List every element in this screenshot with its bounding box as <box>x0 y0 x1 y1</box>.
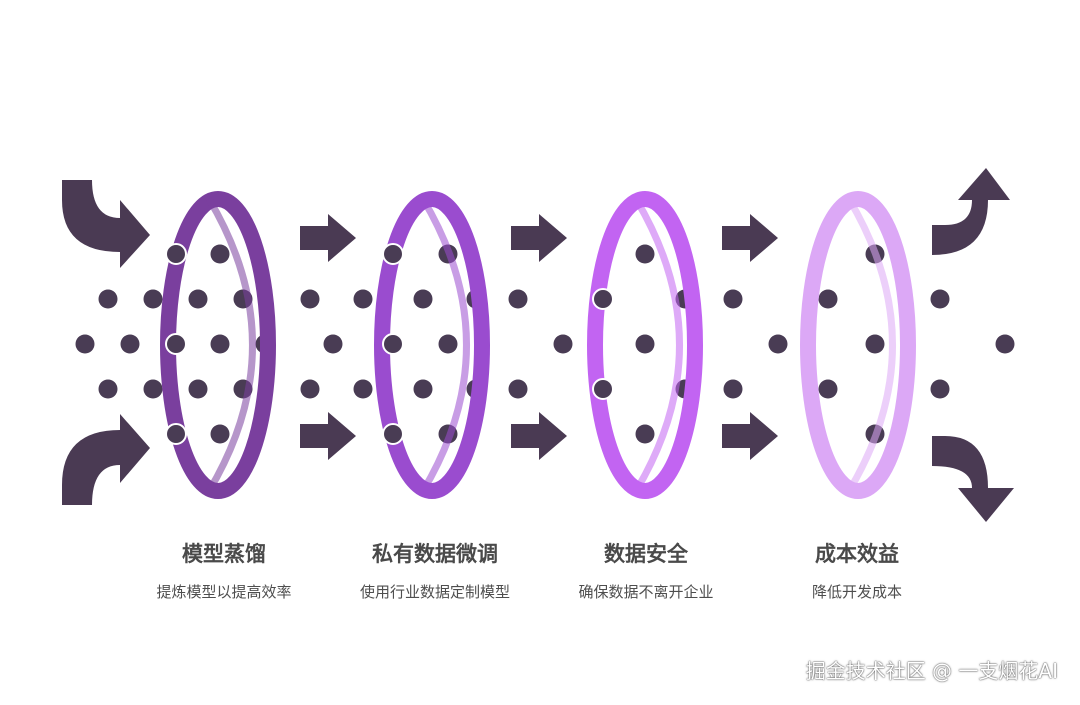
particle-dot <box>508 289 528 309</box>
watermark: 掘金技术社区 @ 一支烟花AI <box>805 659 1058 683</box>
stage-private-data-finetune: 私有数据微调 使用行业数据定制模型 <box>315 540 555 603</box>
particle-dot <box>995 334 1015 354</box>
particle-dot <box>98 289 118 309</box>
particle-dot <box>438 334 458 354</box>
filter-ring <box>587 191 703 499</box>
filter-ring-highlight <box>845 197 896 493</box>
curved-outflow-arrow-icon <box>932 436 1014 522</box>
particle-dot <box>120 334 140 354</box>
stage-cost-effectiveness: 成本效益 降低开发成本 <box>737 540 977 603</box>
stage-description: 使用行业数据定制模型 <box>359 583 510 601</box>
stage-title: 私有数据微调 <box>372 542 498 566</box>
particle-dot <box>143 379 163 399</box>
particle-dot <box>635 244 655 264</box>
particle-dot <box>723 289 743 309</box>
particle-dot <box>188 379 208 399</box>
particle-dot <box>210 244 230 264</box>
stage-title: 成本效益 <box>815 542 899 566</box>
curved-inflow-arrow-icon <box>62 414 150 505</box>
particle-dot <box>508 379 528 399</box>
stage-description: 降低开发成本 <box>811 583 902 601</box>
particle-dot-outlined <box>165 333 187 355</box>
filter-ring <box>800 191 916 499</box>
right-arrow-icon <box>300 412 356 460</box>
filter-ring <box>374 191 490 499</box>
right-arrow-icon <box>511 214 567 262</box>
stage-description: 提炼模型以提高效率 <box>156 583 292 601</box>
stage-title: 数据安全 <box>604 542 688 566</box>
particle-dot-outlined <box>165 423 187 445</box>
particle-dot <box>818 379 838 399</box>
particle-dot <box>723 379 743 399</box>
particle-dot <box>768 334 788 354</box>
particle-dot <box>635 334 655 354</box>
particle-dot <box>300 379 320 399</box>
particle-dot <box>865 334 885 354</box>
particle-dot <box>210 334 230 354</box>
particle-dot <box>188 289 208 309</box>
filter-ring-highlight <box>419 197 470 493</box>
filter-ring-highlight <box>205 197 256 493</box>
particle-dot <box>353 379 373 399</box>
particle-dot <box>930 379 950 399</box>
particle-dot <box>143 289 163 309</box>
particle-dot <box>413 379 433 399</box>
particle-dot-outlined <box>592 288 614 310</box>
filter-ring-highlight <box>632 197 683 493</box>
particle-dot <box>98 379 118 399</box>
particle-dot <box>210 424 230 444</box>
particle-dot <box>413 289 433 309</box>
stage-title: 模型蒸馏 <box>182 542 266 566</box>
stage-model-distillation: 模型蒸馏 提炼模型以提高效率 <box>104 540 344 603</box>
particle-dot <box>635 424 655 444</box>
particle-dot <box>930 289 950 309</box>
right-arrow-icon <box>511 412 567 460</box>
right-arrow-icon <box>722 412 778 460</box>
particle-dot <box>553 334 573 354</box>
particle-dot <box>300 289 320 309</box>
right-arrow-icon <box>722 214 778 262</box>
particle-dot <box>353 289 373 309</box>
stage-data-security: 数据安全 确保数据不离开企业 <box>526 540 766 603</box>
particle-dot-outlined <box>592 378 614 400</box>
particle-dot-outlined <box>382 423 404 445</box>
particle-dot <box>75 334 95 354</box>
curved-outflow-arrow-icon <box>932 168 1010 255</box>
right-arrow-icon <box>300 214 356 262</box>
particle-dot <box>818 289 838 309</box>
stage-description: 确保数据不离开企业 <box>578 583 714 601</box>
particle-dot-outlined <box>382 243 404 265</box>
particle-dot <box>323 334 343 354</box>
particle-dot-outlined <box>382 333 404 355</box>
curved-inflow-arrow-icon <box>62 180 150 268</box>
particle-dot-outlined <box>165 243 187 265</box>
